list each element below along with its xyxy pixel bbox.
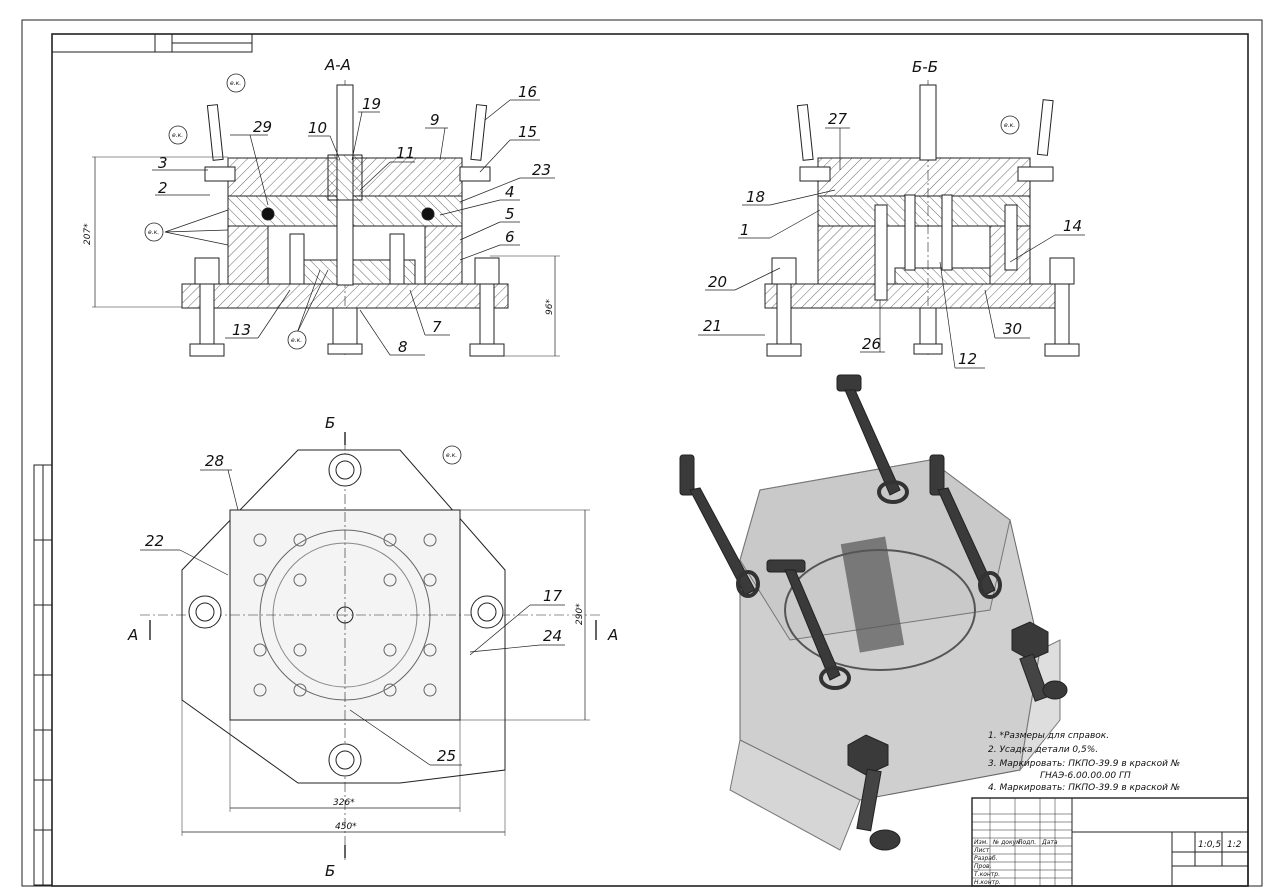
callout: 15 xyxy=(518,123,537,141)
svg-text:2. Усадка детали 0,5%.: 2. Усадка детали 0,5%. xyxy=(988,745,1098,755)
callout: 2 xyxy=(158,179,168,197)
callout: 28 xyxy=(205,452,224,470)
svg-text:е.к.: е.к. xyxy=(172,132,183,139)
callout: 27 xyxy=(828,110,848,128)
callout: 13 xyxy=(232,321,251,339)
svg-text:1. *Размеры для справок.: 1. *Размеры для справок. xyxy=(988,731,1109,741)
svg-text:Б: Б xyxy=(325,414,335,432)
callout: 9 xyxy=(430,111,440,129)
title-block xyxy=(971,797,1249,887)
svg-text:е.к.: е.к. xyxy=(148,229,159,236)
svg-text:Лист: Лист xyxy=(973,847,990,854)
svg-text:е.к.: е.к. xyxy=(446,452,457,459)
dim-plan-width-outer: 450* xyxy=(335,822,357,832)
isometric-render xyxy=(679,374,1068,851)
section-aa-leaders xyxy=(152,99,555,356)
callout: 30 xyxy=(1003,320,1022,338)
title-block-sheet: 1:2 xyxy=(1227,840,1242,850)
callout: 6 xyxy=(505,228,515,246)
section-aa-callouts: 3 2 29 10 19 11 9 16 15 23 4 5 6 13 8 7 xyxy=(158,83,551,356)
callout: 19 xyxy=(362,95,381,113)
callout: 24 xyxy=(543,627,562,645)
sheet-frame xyxy=(21,19,1263,887)
callout: 23 xyxy=(532,161,551,179)
section-aa-view: А-А xyxy=(92,56,560,357)
technical-notes: 1. *Размеры для справок. 2. Усадка детал… xyxy=(988,731,1180,793)
section-bb-view: Б-Б xyxy=(764,58,1080,357)
plan-leaders xyxy=(140,469,565,766)
weld-mark-labels: е.к. е.к. е.к. е.к. е.к. е.к. xyxy=(148,80,1015,459)
svg-text:е.к.: е.к. xyxy=(291,337,302,344)
callout: 10 xyxy=(308,119,327,137)
dim-lower-height: 96* xyxy=(545,299,555,315)
callout: 20 xyxy=(708,273,727,291)
section-aa-title: А-А xyxy=(324,56,351,74)
dim-overall-height: 207* xyxy=(83,223,93,245)
dim-plan-height: 290* xyxy=(575,603,585,625)
callout: 21 xyxy=(703,317,722,335)
section-marks: А А Б Б xyxy=(127,414,618,880)
callout: 29 xyxy=(253,118,272,136)
svg-text:ГНАЭ-6.00.00.00 ГП: ГНАЭ-6.00.00.00 ГП xyxy=(1040,771,1131,781)
svg-text:е.к.: е.к. xyxy=(1004,122,1015,129)
callout: 25 xyxy=(437,747,456,765)
svg-text:Т.контр.: Т.контр. xyxy=(974,871,1000,878)
section-bb-title: Б-Б xyxy=(912,58,938,76)
callout: 4 xyxy=(505,183,515,201)
callout: 5 xyxy=(505,205,515,223)
callout: 8 xyxy=(398,338,408,356)
svg-text:Изм.: Изм. xyxy=(974,839,988,846)
callout: 22 xyxy=(145,532,164,550)
plan-callouts: 28 22 17 24 25 xyxy=(145,452,563,765)
callout: 12 xyxy=(958,350,977,368)
svg-text:Подп.: Подп. xyxy=(1018,839,1036,846)
svg-text:3. Маркировать: ПКПО-39.9 в кр: 3. Маркировать: ПКПО-39.9 в краской № xyxy=(988,759,1180,769)
dim-plan-width-inner: 326* xyxy=(333,798,355,808)
svg-text:Пров.: Пров. xyxy=(974,863,992,870)
callout: 7 xyxy=(432,318,442,336)
callout: 16 xyxy=(518,83,537,101)
svg-text:№ докум.: № докум. xyxy=(992,839,1023,846)
svg-text:А: А xyxy=(607,626,618,644)
svg-text:е.к.: е.к. xyxy=(230,80,241,87)
weld-marks xyxy=(144,73,1020,465)
svg-text:Б: Б xyxy=(325,862,335,880)
title-block-text: Изм. Лист № докум. Подп. Дата Разраб. Пр… xyxy=(973,839,1242,886)
svg-text:Н.контр.: Н.контр. xyxy=(974,879,1001,886)
svg-text:А: А xyxy=(127,626,138,644)
title-block-scale: 1:0,5 xyxy=(1198,840,1221,850)
callout: 18 xyxy=(746,188,765,206)
callout: 14 xyxy=(1063,217,1082,235)
svg-text:4. Маркировать: ПКПО-39.9 в кр: 4. Маркировать: ПКПО-39.9 в краской № xyxy=(988,783,1180,793)
callout: 26 xyxy=(862,335,881,353)
plan-view xyxy=(140,432,600,860)
callout: 3 xyxy=(158,154,168,172)
section-bb-callouts: 27 18 1 20 21 26 12 30 14 xyxy=(703,110,1082,368)
svg-text:Разраб.: Разраб. xyxy=(974,855,998,862)
svg-text:Дата: Дата xyxy=(1041,839,1058,846)
callout: 1 xyxy=(740,221,750,239)
section-bb-leaders xyxy=(698,127,1085,369)
callout: 17 xyxy=(543,587,563,605)
callout: 11 xyxy=(396,144,415,162)
